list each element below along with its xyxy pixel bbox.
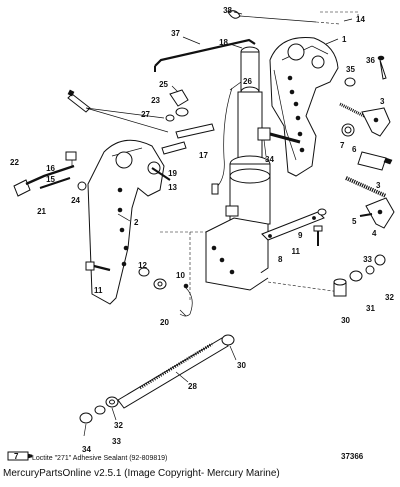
part-3-spring-upper (339, 102, 391, 137)
part-18-pin (175, 123, 215, 139)
callout-12: 12 (138, 261, 147, 270)
callout-7: 7 (340, 141, 345, 150)
legend-symbol-number: 7 (14, 452, 19, 461)
callout-31: 31 (366, 304, 375, 313)
part-29-tilt-tube (117, 337, 229, 409)
part-2-port-clamp-bracket (87, 139, 165, 305)
callout-32b: 33 (112, 437, 121, 446)
callout-18: 17 (199, 151, 208, 160)
part-15-dashed-bracket (320, 11, 359, 22)
part-12-washer (138, 267, 150, 277)
part-27-wire (211, 87, 233, 195)
part-37-link-rod (154, 38, 256, 72)
callout-3b: 3 (376, 181, 381, 190)
callout-2: 2 (134, 218, 139, 227)
callout-1: 1 (342, 35, 347, 44)
callout-31b: 32 (114, 421, 123, 430)
callout-3: 3 (380, 97, 385, 106)
callout-22: 21 (37, 207, 46, 216)
callout-5: 5 (352, 217, 357, 226)
callout-38: 38 (223, 6, 232, 15)
callout-25: 24 (71, 196, 80, 205)
part-31-bushing-lower (105, 396, 119, 408)
callout-10: 11 (292, 247, 301, 256)
callout-36: 36 (366, 56, 375, 65)
part-33-nut-right (374, 254, 386, 266)
callout-24: 23 (151, 96, 160, 105)
callout-labels: 38 14 37 18 1 26 35 36 25 23 27 3 34 7 6… (10, 6, 394, 454)
part-4-pawl (365, 197, 395, 229)
callout-26: 25 (159, 80, 168, 89)
callout-28: 27 (141, 110, 150, 119)
callout-33: 33 (363, 255, 372, 264)
part-11-nut (153, 278, 167, 290)
footer-caption: MercuryPartsOnline v2.5.1 (Image Copyrig… (3, 468, 280, 479)
callout-27: 26 (243, 77, 252, 86)
callout-16: 15 (46, 175, 55, 184)
callout-21: 20 (160, 318, 169, 327)
legend-symbol: 7 (7, 451, 33, 461)
callout-17: 16 (46, 164, 55, 173)
part-32-washer-lower (94, 405, 106, 415)
part-7-sealant-tube (357, 151, 393, 171)
part-31-bushing-right (349, 270, 363, 282)
callout-30b: 30 (237, 361, 246, 370)
callout-33b: 34 (82, 445, 91, 454)
part-25-pad (77, 181, 87, 191)
callout-23: 22 (10, 158, 19, 167)
part-21-cable-tie (179, 283, 193, 317)
part-5-screw (359, 213, 373, 217)
callout-14: 13 (168, 183, 177, 192)
part-35-bushing (344, 77, 356, 87)
callout-37: 37 (171, 29, 180, 38)
callout-19: 19 (168, 169, 177, 178)
part-8-tie-bar (261, 211, 325, 241)
callout-30: 30 (341, 316, 350, 325)
part-14-bolt (151, 167, 171, 181)
part-3-spring-detail (345, 176, 387, 198)
alignment-lines (160, 231, 341, 300)
part-13-bolt (85, 261, 111, 272)
callout-15: 14 (356, 15, 365, 24)
part-white-tip-tube-left (67, 89, 91, 113)
part-17-nut (65, 151, 77, 161)
part-30-bushing-right (333, 278, 347, 297)
part-9-washer (317, 208, 327, 216)
legend-text: Loctite "271" Adhesive Sealant (92-80981… (32, 455, 168, 462)
callout-29: 28 (188, 382, 197, 391)
part-22-clamp-screw (25, 164, 75, 189)
swivel-cylinder (205, 91, 271, 291)
callout-13: 11 (94, 286, 103, 295)
callout-34: 34 (265, 155, 274, 164)
part-1-starboard-clamp-bracket (269, 36, 339, 177)
part-19-pin (161, 141, 187, 155)
part-32-washer-right (365, 265, 375, 275)
callout-6: 6 (352, 145, 357, 154)
callout-9: 9 (298, 231, 303, 240)
part-30-bushing-lower (221, 334, 235, 346)
part-24-bushing (175, 107, 189, 117)
part-28-washer (165, 114, 175, 122)
figure-number: 37366 (341, 452, 364, 461)
part-38-shift-rod (227, 10, 341, 25)
part-clip-ring (341, 123, 355, 137)
callout-35: 35 (346, 65, 355, 74)
callout-20: 18 (219, 38, 228, 47)
callout-8: 8 (278, 255, 283, 264)
part-26-lever (169, 89, 189, 107)
part-36-pin (377, 55, 387, 80)
part-10-screw (313, 225, 323, 246)
callout-32: 32 (385, 293, 394, 302)
callout-4: 4 (372, 229, 377, 238)
part-33-nut-lower (79, 412, 93, 424)
callout-11: 10 (176, 271, 185, 280)
part-20-tube-top (240, 46, 260, 98)
